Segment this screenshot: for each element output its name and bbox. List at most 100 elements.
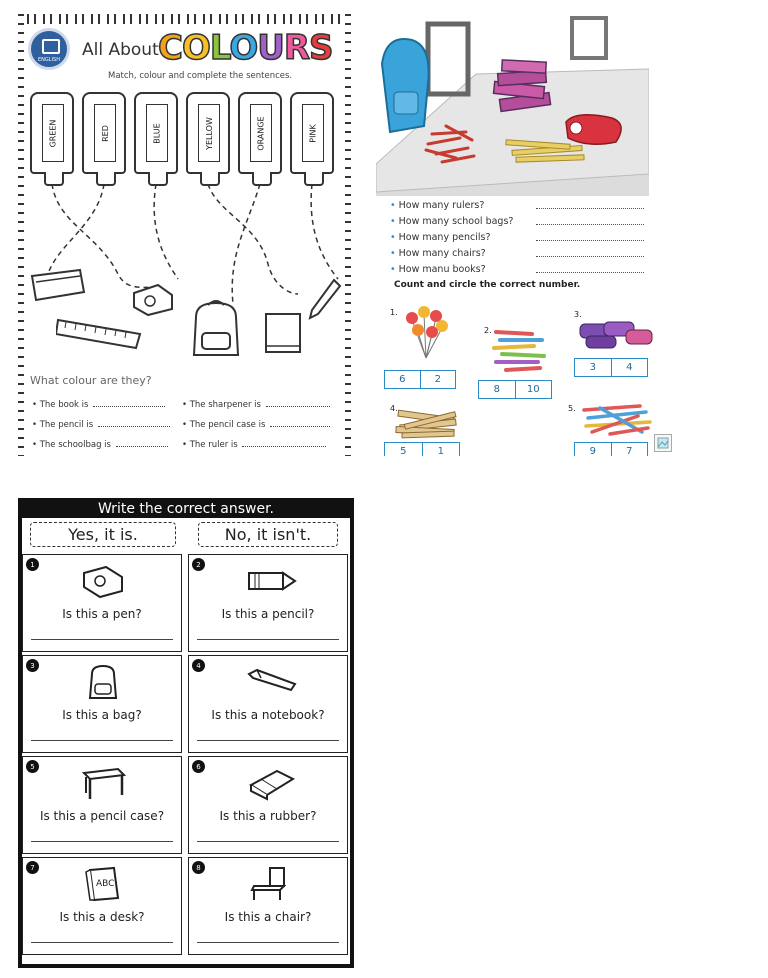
paint-tube-green: GREEN <box>30 92 74 186</box>
worksheet-body: Yes, it is. No, it isn't. 1 Is this a pe… <box>22 518 350 964</box>
question-rulers: •How many rulers? <box>390 200 644 211</box>
number-option[interactable]: 6 <box>399 374 406 385</box>
number-option[interactable]: 3 <box>589 362 596 373</box>
number-choice-box: 8 10 <box>478 380 552 399</box>
sharpener-icon <box>83 565 123 599</box>
write-answer-worksheet: Write the correct answer. Yes, it is. No… <box>18 498 354 968</box>
question-number: 5 <box>26 760 39 773</box>
balloons-icon <box>406 306 448 359</box>
question-number: 3 <box>26 659 39 672</box>
answer-line[interactable] <box>31 639 173 640</box>
pencil-case-icon <box>30 268 86 302</box>
answer-line[interactable] <box>31 942 173 943</box>
matching-lines <box>47 184 339 305</box>
answer-line[interactable] <box>197 942 339 943</box>
counting-worksheet: •How many rulers? •How many school bags?… <box>376 14 676 456</box>
sentence-sharpener: • The sharpener is <box>182 400 330 410</box>
number-option[interactable]: 10 <box>514 381 552 398</box>
colours-worksheet: ENGLISH All About COLOURS Match, colour … <box>18 14 351 456</box>
question-text: Is this a desk? <box>59 910 145 924</box>
answer-line[interactable] <box>536 208 644 209</box>
english-logo: ENGLISH <box>28 28 70 70</box>
number-option[interactable]: 8 <box>493 384 500 395</box>
title-prefix: All About <box>82 40 159 60</box>
sentence-pencil-case: • The pencil case is <box>182 420 331 430</box>
colour-pencils-icon <box>492 330 546 372</box>
book-cover-text: ABC <box>96 879 115 889</box>
answer-line[interactable] <box>197 841 339 842</box>
question-books: •How manu books? <box>390 264 644 275</box>
question-number: 2 <box>192 558 205 571</box>
decorative-border <box>18 14 351 24</box>
paint-tube-pink: PINK <box>290 92 334 186</box>
question-text: Is this a notebook? <box>211 708 325 722</box>
item-number: 5. <box>568 404 576 413</box>
question-card: 6 Is this a rubber? <box>188 756 348 854</box>
number-option[interactable]: 5 <box>400 446 407 456</box>
pencil-icon <box>248 571 297 591</box>
sentence-pencil: • The pencil is <box>32 420 170 430</box>
answer-blank[interactable] <box>97 426 170 427</box>
sentence-ruler: • The ruler is <box>182 440 327 450</box>
pencil-icon <box>308 278 342 320</box>
paint-tube-blue: BLUE <box>134 92 178 186</box>
item-number: 2. <box>484 326 492 335</box>
sharpener-icon <box>133 283 173 317</box>
title-colours: COLOURS <box>157 27 334 69</box>
yes-answer-box: Yes, it is. <box>30 522 176 547</box>
number-option[interactable]: 1 <box>421 443 460 456</box>
answer-line[interactable] <box>197 639 339 640</box>
question-text: Is this a chair? <box>224 910 312 924</box>
question-text: Is this a pen? <box>62 607 142 621</box>
answer-line[interactable] <box>536 272 644 273</box>
decorative-border-left <box>18 14 24 456</box>
sentence-book: • The book is <box>32 400 166 410</box>
broken-image-icon <box>654 434 672 452</box>
question-card: 5 Is this a pencil case? <box>22 756 182 854</box>
number-option[interactable]: 9 <box>589 446 596 456</box>
number-option[interactable]: 4 <box>610 359 648 376</box>
question-card: 8 Is this a chair? <box>188 857 348 955</box>
question-heading: What colour are they? <box>30 374 152 387</box>
answer-line[interactable] <box>536 224 644 225</box>
answer-blank[interactable] <box>115 446 168 447</box>
question-text: Is this a pencil? <box>221 607 315 621</box>
number-option[interactable]: 7 <box>610 443 648 456</box>
question-school-bags: •How many school bags? <box>390 216 644 227</box>
instruction-text: Match, colour and complete the sentences… <box>108 71 293 81</box>
ruler-icon <box>56 318 142 350</box>
pencils-pile-icon <box>582 404 652 436</box>
question-pencils: •How many pencils? <box>390 232 644 243</box>
decorative-border-right <box>345 14 351 456</box>
answer-blank[interactable] <box>242 446 327 447</box>
question-chairs: •How many chairs? <box>390 248 644 259</box>
pencil-cases-icon <box>579 321 653 349</box>
question-card: 4 Is this a notebook? <box>188 655 348 753</box>
pen-icon <box>247 668 297 692</box>
answer-line[interactable] <box>197 740 339 741</box>
paint-tube-red: RED <box>82 92 126 186</box>
question-text: Is this a rubber? <box>219 809 317 823</box>
question-card: 3 Is this a bag? <box>22 655 182 753</box>
question-number: 8 <box>192 861 205 874</box>
question-card: 1 Is this a pen? <box>22 554 182 652</box>
question-number: 1 <box>26 558 39 571</box>
question-card: 2 Is this a pencil? <box>188 554 348 652</box>
desk-icon <box>81 767 127 799</box>
answer-blank[interactable] <box>93 406 166 407</box>
sentence-schoolbag: • The schoolbag is <box>32 440 168 450</box>
answer-line[interactable] <box>31 841 173 842</box>
answer-blank[interactable] <box>270 426 331 427</box>
count-instruction: Count and circle the correct number. <box>394 280 581 290</box>
chair-icon <box>250 867 287 900</box>
answer-line[interactable] <box>31 740 173 741</box>
answer-line[interactable] <box>536 256 644 257</box>
question-number: 4 <box>192 659 205 672</box>
classroom-desk-illustration <box>376 14 649 196</box>
answer-line[interactable] <box>536 240 644 241</box>
answer-blank[interactable] <box>265 406 330 407</box>
book-icon <box>265 313 301 353</box>
number-option[interactable]: 2 <box>419 371 456 388</box>
